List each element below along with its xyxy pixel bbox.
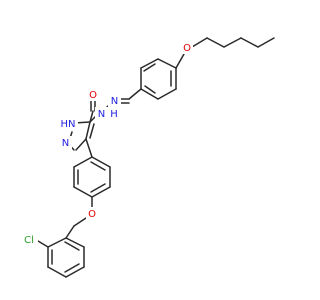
atom-n-imine: N [111, 96, 118, 107]
aryl-ring-central [73, 156, 111, 209]
atom-o-benzyloxy: O [88, 209, 96, 220]
benzyl-linker [65, 217, 87, 239]
atom-o-carbonyl: O [89, 90, 97, 101]
aryl-ring-chlorophenyl [37, 237, 85, 278]
atom-n-amide: N [98, 109, 105, 120]
atom-hn-pyrazole: HN [61, 119, 76, 130]
molecule-canvas: O N H N O HN N O Cl [20, 37, 275, 278]
atom-o-pentyloxy: O [183, 43, 191, 54]
pentyl-chain [191, 37, 275, 48]
atom-h-imine: H [110, 109, 118, 120]
atom-n-pyrazole: N [62, 138, 69, 149]
pyrazole-aryl-link [85, 138, 93, 158]
molecule-structure: O N H N O HN N O Cl [20, 37, 275, 278]
aryl-ring-pentyloxyphenyl [140, 53, 185, 100]
atom-labels: O N H N O HN N O Cl [20, 41, 193, 246]
atom-chlorine: Cl [24, 235, 34, 246]
